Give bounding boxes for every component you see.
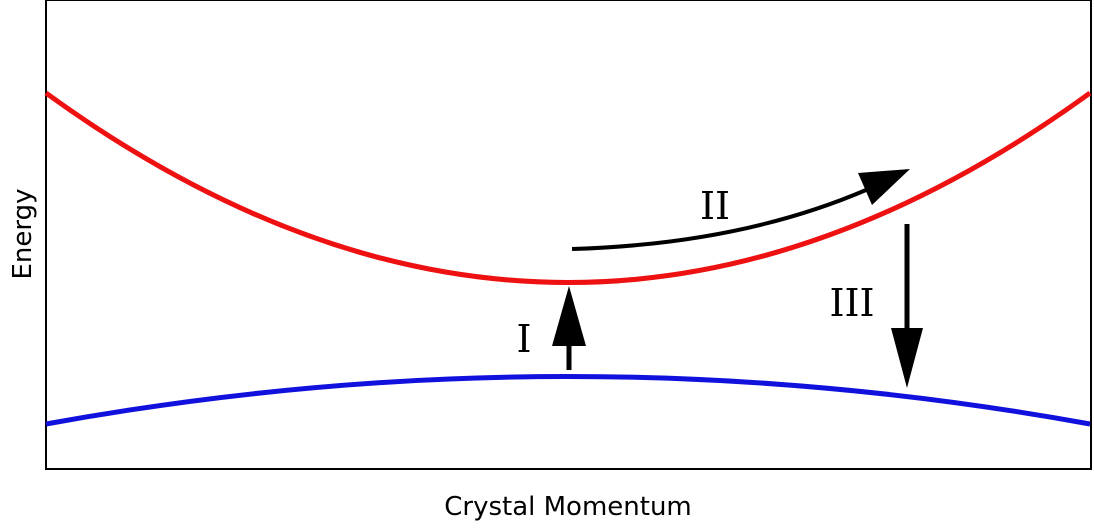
plot-frame	[45, 0, 1092, 470]
valence-band-curve	[45, 374, 1091, 427]
relaxation-label: II	[700, 184, 730, 228]
conduction-band-curve	[44, 90, 1092, 285]
recombination-label: III	[829, 281, 874, 325]
y-axis-label: Energy	[8, 188, 38, 279]
recombination-arrow	[891, 224, 923, 388]
excitation-arrow	[552, 286, 586, 370]
x-axis-label: Crystal Momentum	[444, 492, 692, 522]
relaxation-arrow	[571, 169, 910, 251]
excitation-label: I	[516, 317, 531, 361]
